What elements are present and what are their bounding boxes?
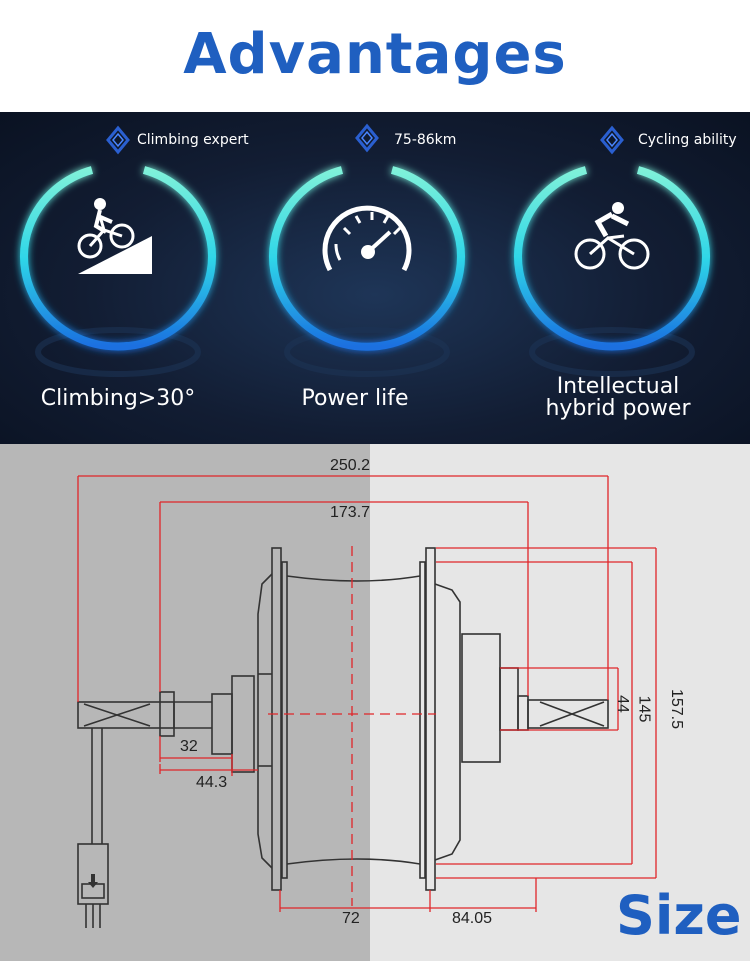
feature-label-cycling: Cycling ability (638, 132, 737, 148)
dim-overall-width: 250.2 (330, 457, 371, 474)
motor-outline (77, 547, 609, 928)
size-drawing: 250.2 173.7 32 44.3 72 84.05 44 145 157.… (0, 444, 750, 961)
road-cyclist-icon (574, 202, 650, 270)
diamond-icon (355, 123, 379, 153)
feature-caption-hybrid: Intellectual hybrid power (545, 374, 691, 421)
dim-inner-dia: 44 (613, 695, 631, 713)
dim-center-left: 72 (342, 910, 360, 927)
feature-label-climbing: Climbing expert (137, 132, 249, 148)
dim-center-right: 84.05 (452, 910, 493, 927)
dim-shaft-len: 44.3 (196, 774, 228, 791)
feature-caption-climbing: Climbing>30° (40, 386, 196, 411)
speedometer-icon (322, 205, 412, 272)
dim-inner-width: 173.7 (330, 504, 371, 521)
size-label: Size (616, 884, 742, 947)
arrow-down-icon (88, 874, 98, 888)
feature-cycling-ability (514, 125, 710, 377)
dim-flange-dia: 145 (635, 695, 653, 723)
feature-caption-power-life: Power life (301, 386, 409, 411)
feature-power-life (269, 123, 465, 377)
dimension-lines (77, 475, 657, 912)
header: Advantages (0, 0, 750, 112)
dim-shaft-dia: 32 (180, 738, 198, 755)
diamond-icon (106, 125, 130, 155)
feature-label-range: 75-86km (394, 132, 457, 148)
climbing-bike-icon (77, 198, 152, 274)
diamond-icon (600, 125, 624, 155)
feature-climbing (20, 125, 216, 377)
page-title: Advantages (183, 22, 567, 87)
advantages-panel: Climbing expert 75-86km Cycling ability … (0, 112, 750, 444)
dim-outer-dia: 157.5 (668, 688, 686, 730)
